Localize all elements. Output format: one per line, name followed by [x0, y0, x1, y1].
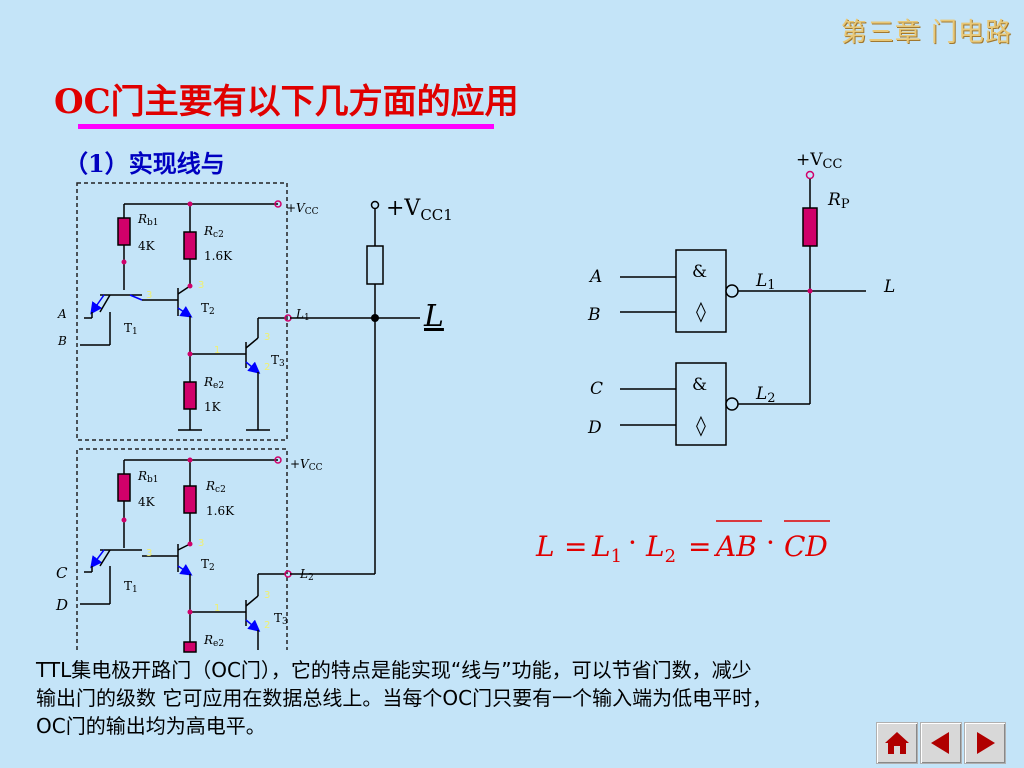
logic-input-a: A [588, 267, 602, 287]
logic-rp-label: RP [827, 190, 850, 212]
resistor-re2-bottom [183, 641, 197, 653]
logic-input-c: C [590, 379, 603, 399]
bottom-rc2-value: 1.6K [206, 504, 235, 518]
bottom-t3-label: T3 [274, 611, 288, 627]
wired-and-node [371, 314, 379, 322]
svg-text:L: L [535, 530, 555, 563]
top-t3-label: T3 [271, 353, 285, 369]
bottom-oc-gate-circuit [76, 448, 288, 653]
bottom-rb1-value: 4K [138, 495, 156, 509]
gate2-oc-symbol: ◊ [696, 413, 706, 437]
bottom-input-d: D [55, 596, 68, 614]
svg-text:·: · [766, 526, 775, 559]
logic-diagram [620, 170, 866, 446]
logic-l1-label: L1 [755, 271, 776, 293]
prev-icon [931, 732, 949, 754]
top-output-l1: L1 [295, 307, 310, 323]
gate1-oc-symbol: ◊ [696, 299, 706, 323]
chapter-header: 第三章 门电路 [840, 18, 1012, 48]
top-input-b: B [57, 334, 67, 348]
bottom-circuit-labels: +VCC Rb1 4K Rc2 1.6K Re2 T1 T2 T3 C D L2 [55, 457, 323, 649]
bottom-re2-label: Re2 [203, 633, 224, 649]
svg-text:2: 2 [264, 362, 270, 373]
bottom-input-c: C [56, 564, 68, 582]
resistor-rb1-bottom [117, 473, 131, 502]
next-button[interactable] [964, 722, 1006, 764]
gate1-and-symbol: & [692, 262, 707, 282]
wired-and-bus [290, 200, 420, 575]
svg-text:CD: CD [784, 530, 828, 563]
svg-text:·: · [628, 526, 637, 559]
top-circuit-labels: +VCC Rb1 4K Rc2 1.6K Re2 1K T1 T2 T3 A B… [57, 201, 319, 414]
svg-text:L1: L1 [591, 530, 622, 567]
description-line-1: TTL集电极开路门（OC门），它的特点是能实现“线与”功能，可以节省门数，减少 [36, 658, 752, 682]
svg-text:3: 3 [264, 590, 270, 601]
top-rc2-label: Rc2 [203, 224, 224, 240]
top-re2-value: 1K [204, 400, 222, 414]
bottom-t2-label: T2 [201, 557, 215, 573]
top-re2-label: Re2 [203, 375, 224, 391]
svg-text:3: 3 [146, 548, 152, 559]
svg-text:2: 2 [264, 620, 270, 631]
logic-output-l: L [883, 277, 895, 297]
logic-input-b: B [587, 305, 601, 325]
logic-vcc-label: +VCC [796, 150, 842, 172]
top-rb1-label: Rb1 [137, 212, 159, 228]
description-line-2: 输出门的级数 它可应用在数据总线上。当每个OC门只要有一个输入端为低电平时， [36, 686, 773, 710]
bottom-junction-dots [121, 456, 292, 615]
description-text: TTL集电极开路门（OC门），它的特点是能实现“线与”功能，可以节省门数，减少 … [36, 656, 1016, 740]
svg-text:1: 1 [214, 345, 220, 356]
top-oc-gate-circuit [76, 182, 288, 441]
top-vcc-label: +VCC [286, 201, 319, 217]
home-button[interactable] [876, 722, 918, 764]
resistor-re2 [183, 381, 197, 410]
bottom-circuit-box [76, 448, 288, 650]
vcc1-label: +VCC1 [386, 196, 453, 224]
oc-gate-2 [675, 362, 727, 446]
resistor-rp [802, 207, 818, 247]
bottom-junction-numbers: 3 3 1 3 2 [146, 538, 270, 631]
top-rc2-value: 1.6K [204, 249, 233, 263]
title-underline [78, 124, 494, 129]
page-title: OC门主要有以下几方面的应用 [54, 82, 519, 122]
prev-button[interactable] [920, 722, 962, 764]
gate2-and-symbol: & [692, 375, 707, 395]
bottom-vcc-label: +VCC [290, 457, 323, 473]
home-icon [885, 732, 909, 754]
logic-junction-dot [807, 288, 813, 294]
top-input-a: A [57, 307, 67, 321]
bottom-output-l2: L2 [299, 567, 314, 583]
top-junction-dots [121, 200, 292, 357]
pullup-resistor [366, 245, 384, 285]
section-subtitle: （1）实现线与 [64, 149, 225, 178]
wired-output-l: L [423, 299, 444, 334]
resistor-rc2 [183, 231, 197, 260]
top-t2-label: T2 [201, 301, 215, 317]
top-t1-label: T1 [124, 321, 138, 337]
logic-l2-label: L2 [755, 384, 776, 406]
logic-input-d: D [587, 418, 602, 438]
logic-diagram-labels: +VCC RP & ◊ & ◊ A B C D L1 L2 L [587, 150, 895, 438]
svg-text:=: = [688, 530, 711, 563]
svg-text:3: 3 [146, 290, 152, 301]
top-circuit-box [76, 182, 288, 441]
svg-text:3: 3 [264, 332, 270, 343]
top-junction-numbers: 3 3 1 3 2 [146, 280, 270, 373]
description-line-3: OC门的输出均为高电平。 [36, 714, 266, 738]
top-rb1-value: 4K [138, 239, 156, 253]
svg-text:1: 1 [214, 603, 220, 614]
bottom-t1-label: T1 [124, 579, 138, 595]
next-icon [977, 732, 995, 754]
svg-text:3: 3 [198, 280, 204, 291]
svg-text:AB: AB [713, 530, 757, 563]
wired-and-formula: L = L1 · L2 = AB · CD [535, 526, 828, 567]
svg-text:3: 3 [198, 538, 204, 549]
svg-text:L2: L2 [645, 530, 676, 567]
svg-text:=: = [564, 530, 587, 563]
resistor-rb1 [117, 217, 131, 246]
resistor-rc2-bottom [183, 485, 197, 514]
bottom-rb1-label: Rb1 [137, 469, 159, 485]
bottom-rc2-label: Rc2 [205, 479, 226, 495]
